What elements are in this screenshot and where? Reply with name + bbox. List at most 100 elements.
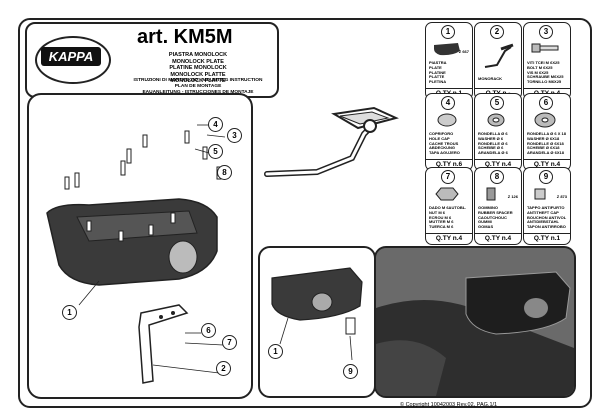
vehicle-photo (374, 246, 576, 398)
part-name: GOMMINO RUBBER SPACER CAOUTCHOUC GUMMI G… (478, 205, 513, 230)
part-name-line: MONORACK (478, 76, 502, 81)
callout-4: 4 (208, 117, 223, 132)
part-code: Z 873 (556, 194, 567, 199)
part-number: 6 (539, 96, 553, 110)
part-name-line: TUERCA M 6 (429, 224, 454, 230)
monorack-illustration (264, 106, 399, 177)
exploded-view-panel (27, 93, 253, 399)
washer-icon (534, 112, 556, 128)
part-number: 9 (539, 170, 553, 184)
brand-logo (35, 36, 111, 84)
part-card-5: 5 RONDELLA Ø 6 WASHER Ø 6 RONDELLE Ø 6 S… (474, 93, 522, 171)
antitheft-cap-icon (534, 188, 546, 200)
part-number: 2 (490, 25, 504, 39)
plate-icon (434, 43, 460, 56)
part-name-line: PLATINE (429, 69, 446, 75)
callout-3: 3 (227, 128, 242, 143)
part-name-line: SCHRAUBE M6X25 (527, 74, 564, 80)
part-name: RONDELLA Ø 6 X 18 WASHER Ø 6X18 RONDELLE… (527, 131, 566, 156)
callout-8: 8 (217, 165, 232, 180)
rubber-spacer-icon (486, 187, 496, 201)
part-quantity: Q.TY n.4 (475, 233, 521, 244)
plate-assembly-illustration (46, 124, 226, 384)
part-name-line: RONDELLA Ø 6 (478, 131, 508, 136)
part-name: TAPPO ANTIFURTO ANTITHEFT CAP BOUCHON AN… (527, 205, 567, 230)
sheet-border (18, 18, 592, 408)
callout-b-9: 9 (343, 364, 358, 379)
instruction-line: ISTRUZIONI DI MONTAGGIO - MOUNTING INSTR… (133, 78, 263, 83)
part-name-line: CACHE TROUS (429, 140, 459, 146)
callout-2: 2 (216, 361, 231, 376)
installed-view-panel (258, 246, 376, 398)
part-name-line: TAPA AGUJERO (429, 150, 460, 156)
part-name-line: TORNILLO M6X25 (527, 79, 562, 85)
part-name-line: ANTIDIEBSTAHL (527, 219, 559, 225)
instructions-caption: ISTRUZIONI DI MONTAGGIO - MOUNTING INSTR… (123, 78, 273, 95)
washer-icon (487, 113, 505, 127)
part-name-line: ARANDELA Ø 6 (478, 150, 508, 156)
instruction-line: EAUANLEITUNG - ISTRUCCIONES DE MONTAJE (123, 90, 273, 96)
part-card-6: 6 RONDELLA Ø 6 X 18 WASHER Ø 6X18 RONDEL… (523, 93, 571, 171)
part-name: COPRIFORO HOLE CAP CACHE TROUS ABDECKUNG… (429, 131, 460, 156)
article-title: art. KM5M (137, 26, 233, 48)
part-name-line: BOUCHON ANTIVOL (527, 214, 567, 220)
callout-b-1: 1 (268, 344, 283, 359)
part-name-line: ECROU M 6 (429, 214, 452, 220)
part-name-line: WASHER Ø 6 (478, 135, 504, 141)
product-description: PIASTRA MONOLOCK MONOLOCK PLATE PLATINE … (123, 52, 273, 85)
part-name: MONORACK (478, 76, 502, 82)
callout-5: 5 (208, 144, 223, 159)
callout-7: 7 (222, 335, 237, 350)
part-name-line: GOMMINO (478, 205, 498, 210)
bolt-icon (531, 43, 559, 53)
part-name: DADO M 6AUTOBL. NUT M 6 ECROU M 6 MUTTER… (429, 205, 466, 230)
description-line: PIASTRA MONOLOCK (168, 52, 228, 58)
part-card-4: 4 COPRIFORO HOLE CAP CACHE TROUS ABDECKU… (425, 93, 473, 171)
part-name-line: RONDELLE Ø 6 (478, 140, 508, 146)
description-line: MONOLOCK PLATTE (170, 71, 226, 78)
part-number: 1 (441, 25, 455, 39)
title-block: KAPPA art. KM5M PIASTRA MONOLOCK MONOLOC… (25, 22, 279, 98)
part-name: VITI TCEI M 6X25 BOLT M 6X25 VIS M 6X25 … (527, 60, 564, 85)
part-name: RONDELLA Ø 6 WASHER Ø 6 RONDELLE Ø 6 SCH… (478, 131, 508, 156)
part-name-line: PLATE (429, 64, 442, 70)
description-line: MONOLOCK PLATTE (170, 78, 226, 84)
part-name-line: RUBBER SPACER (478, 209, 513, 215)
part-name-line: GOMAS (478, 224, 494, 230)
part-name-line: RONDELLE Ø 6X18 (527, 140, 564, 146)
part-quantity: Q.TY n.4 (475, 159, 521, 170)
part-number: 7 (441, 170, 455, 184)
hole-cap-icon (437, 113, 457, 127)
part-card-3: 3 VITI TCEI M 6X25 BOLT M 6X25 VIS M 6X2… (523, 22, 571, 100)
part-name: PIASTRA PLATE PLATINE PLATTE PLETINA (429, 60, 447, 85)
part-name-line: RONDELLA Ø 6 X 18 (527, 131, 566, 136)
part-name-line: CAOUTCHOUC (478, 214, 507, 220)
part-name-line: PLATTE (429, 74, 445, 80)
part-number: 8 (490, 170, 504, 184)
description-line: MONOLOCK PLATE (172, 58, 224, 65)
part-quantity: Q.TY n.4 (524, 159, 570, 170)
part-quantity: Q.TY n.1 (524, 233, 570, 244)
callout-6: 6 (201, 323, 216, 338)
copyright-footer: © Copyright 10042003 Rev.02, PAG.1/1 (400, 402, 498, 408)
part-name-line: BOLT M 6X25 (527, 64, 553, 70)
part-code: Z 667 (458, 49, 469, 54)
part-quantity: Q.TY n.6 (426, 159, 472, 170)
brand-logo-text: KAPPA (41, 47, 101, 66)
part-name-line: VIS M 6X25 (527, 69, 549, 75)
part-card-1: 1 Z 667 PIASTRA PLATE PLATINE PLATTE PLE… (425, 22, 473, 100)
part-name-line: MUTTER M 6 (429, 219, 454, 225)
part-number: 5 (490, 96, 504, 110)
part-name-line: ANTITHEFT CAP (527, 209, 559, 215)
installed-plate-illustration (271, 267, 363, 361)
part-name-line: COPRIFORO (429, 131, 454, 136)
part-number: 4 (441, 96, 455, 110)
part-name-line: TAPPO ANTIFURTO (527, 205, 565, 210)
part-name-line: WASHER Ø 6X18 (527, 135, 560, 141)
part-card-8: 8 Z 126 GOMMINO RUBBER SPACER CAOUTCHOUC… (474, 167, 522, 245)
part-name-line: TAPON ANTIRROBO (527, 224, 566, 230)
part-name-line: NUT M 6 (429, 209, 445, 215)
part-card-2: 2 MONORACK Q.TY n.- (474, 22, 522, 100)
part-name-line: PIASTRA (429, 60, 447, 65)
part-code: Z 126 (507, 194, 518, 199)
